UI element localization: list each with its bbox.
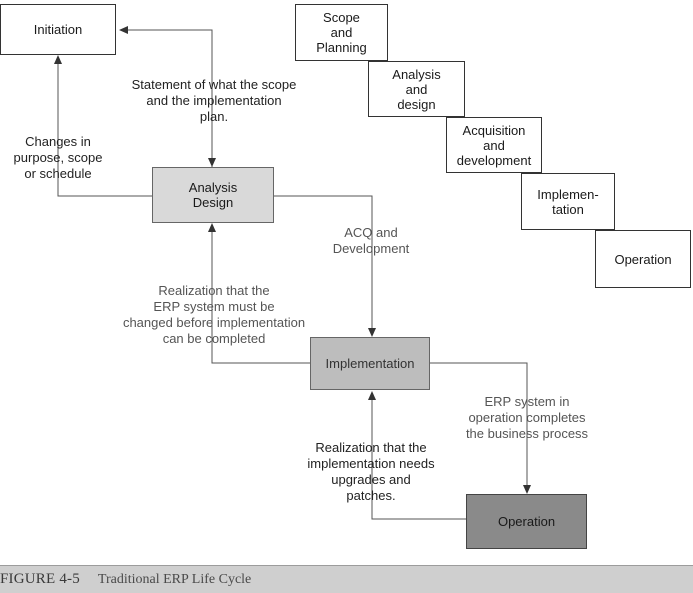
statement-label: Statement of what the scope and the impl… bbox=[131, 77, 297, 124]
figure-caption: FIGURE 4-5 Traditional ERP Life Cycle bbox=[0, 565, 693, 593]
waterfall-implementation: Implemen- tation bbox=[521, 173, 615, 230]
connector-layer bbox=[54, 26, 531, 520]
initiation-box: Initiation bbox=[0, 4, 116, 55]
connector-analysis-to-implementation bbox=[274, 195, 373, 336]
waterfall-analysis-design: Analysis and design bbox=[368, 61, 465, 117]
implementation-box: Implementation bbox=[310, 337, 430, 390]
connector-analysis-to-initiation bbox=[120, 29, 213, 168]
waterfall-scope-planning: Scope and Planning bbox=[295, 4, 388, 61]
erp-in-operation-label: ERP system in operation completes the bu… bbox=[465, 394, 589, 441]
realization-impl-label: Realization that the implementation need… bbox=[307, 440, 435, 503]
connector-implementation-to-analysis bbox=[211, 224, 310, 364]
figure-number: FIGURE 4-5 bbox=[0, 571, 80, 587]
figure-title: Traditional ERP Life Cycle bbox=[97, 571, 252, 587]
connector-implementation-to-operation bbox=[430, 362, 528, 493]
connector-operation-to-implementation bbox=[371, 392, 466, 520]
operation-box: Operation bbox=[466, 494, 587, 549]
changes-label: Changes in purpose, scope or schedule bbox=[13, 134, 103, 181]
erp-life-cycle-diagram: Initiation Analysis Design Implementatio… bbox=[0, 4, 691, 549]
waterfall-acquisition-development: Acquisition and development bbox=[446, 117, 542, 173]
waterfall-operation: Operation bbox=[595, 230, 691, 288]
connector-changes-to-initiation bbox=[57, 56, 152, 197]
analysis-design-box: Analysis Design bbox=[152, 167, 274, 223]
acq-dev-label: ACQ and Development bbox=[332, 225, 410, 256]
realization-erp-label: Realization that the ERP system must be … bbox=[122, 283, 306, 346]
